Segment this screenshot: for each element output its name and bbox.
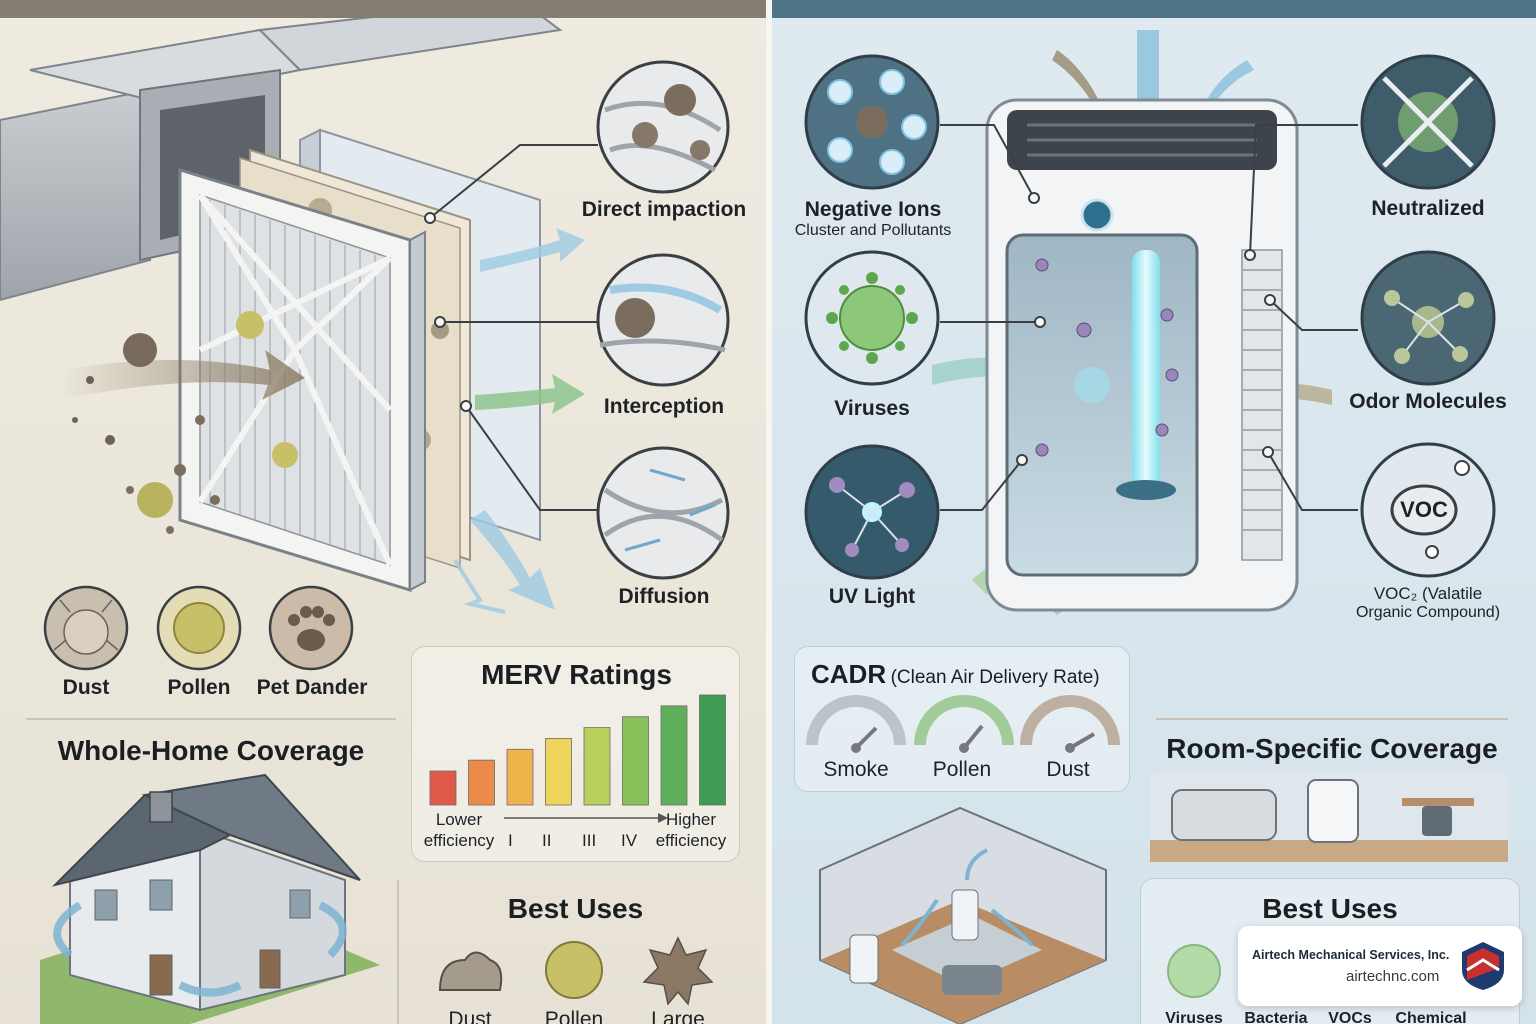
- particle-label-dust: Dust: [62, 676, 110, 699]
- interception-icon: [596, 253, 730, 387]
- merv-bar-8: [699, 694, 726, 806]
- right-section-divider: [1156, 718, 1508, 720]
- left-best-use-large: Large: [651, 1008, 705, 1024]
- room-specific-coverage-title: Room-Specific Coverage: [1166, 733, 1498, 764]
- section-divider-vertical: [397, 880, 399, 1024]
- cadr-gauge-dust-label: Dust: [1046, 758, 1090, 781]
- brand-url[interactable]: airtechnc.com: [1346, 968, 1440, 985]
- living-room-scene: [1150, 772, 1508, 862]
- merv-bar-7: [660, 705, 688, 806]
- negative-ions-sub-label: Cluster and Pollutants: [794, 222, 952, 239]
- merv-level-i: I: [508, 831, 513, 850]
- merv-efficiency-arrowhead: [658, 813, 668, 823]
- merv-bar-4: [545, 738, 572, 806]
- pollen-best-use-icon: [545, 941, 603, 999]
- voc-badge: VOC: [1400, 497, 1448, 522]
- negative-ions-icon: [804, 54, 940, 190]
- voc-icon: [1360, 442, 1496, 578]
- whole-home-coverage-title: Whole-Home Coverage: [57, 735, 365, 766]
- right-best-use-vocs: VOCs: [1328, 1010, 1372, 1024]
- shield-logo-icon: [1462, 942, 1504, 990]
- room-illustration: [819, 806, 1107, 1024]
- voc-label: VOC₂ (Valatile: [1373, 584, 1483, 603]
- merv-bar-2: [468, 759, 495, 806]
- merv-level-iv: IV: [621, 831, 638, 850]
- pet-dander-icon: [268, 585, 354, 671]
- merv-bar-3: [506, 748, 534, 806]
- left-best-use-dust: Dust: [448, 1008, 492, 1024]
- panel-divider: [766, 0, 772, 1024]
- merv-level-iii: III: [582, 831, 597, 850]
- large-particle-best-use-icon: [642, 936, 714, 1006]
- cadr-subtitle: (Clean Air Delivery Rate): [890, 667, 1100, 688]
- clean-airflow-arrows: [453, 228, 585, 614]
- air-purifier-illustration: [804, 30, 1508, 1024]
- merv-level-ii: II: [542, 831, 552, 850]
- mechanism-label-interception: Interception: [603, 395, 725, 418]
- home-airflow-arrows: [53, 901, 347, 997]
- mechanism-callout-lines: [429, 144, 598, 511]
- merv-higher-efficiency-label: Higher efficiency: [655, 810, 727, 850]
- right-panel-top-bar: [772, 0, 1536, 18]
- viruses-label: Viruses: [834, 397, 910, 420]
- negative-ions-label: Negative Ions: [804, 198, 942, 221]
- virus-best-use-icon: [1167, 944, 1221, 998]
- cadr-gauge-smoke-label: Smoke: [823, 758, 889, 781]
- direct-impaction-icon: [596, 60, 730, 194]
- left-best-uses-title: Best Uses: [507, 893, 644, 924]
- cadr-title-row: CADR (Clean Air Delivery Rate): [811, 659, 1100, 690]
- diffusion-icon: [596, 446, 730, 580]
- hvac-filter-illustration: [0, 0, 730, 1024]
- odor-molecules-label: Odor Molecules: [1349, 390, 1507, 413]
- right-best-use-chemical: Chemical: [1395, 1010, 1467, 1024]
- right-panel-air-purifier: Negative Ions Cluster and Pollutants Vir…: [772, 0, 1536, 1024]
- dust-best-use-icon: [438, 951, 503, 991]
- uv-light-icon: [804, 444, 940, 580]
- section-divider: [26, 718, 396, 720]
- right-best-use-viruses: Viruses: [1165, 1010, 1223, 1024]
- right-best-use-bacteria: Bacteria: [1244, 1010, 1308, 1024]
- air-purifier-unit: [985, 98, 1299, 612]
- particle-label-pollen: Pollen: [167, 676, 231, 699]
- mechanism-label-diffusion: Diffusion: [618, 585, 710, 608]
- brand-name: Airtech Mechanical Services, Inc.: [1252, 948, 1450, 962]
- merv-ratings-card: MERV Ratings Lower efficiency Higher eff…: [411, 646, 740, 862]
- merv-lower-efficiency-label: Lower efficiency: [423, 810, 495, 850]
- merv-bar-6: [622, 716, 649, 806]
- merv-ratings-title: MERV Ratings: [481, 659, 672, 690]
- odor-molecules-icon: [1360, 250, 1496, 386]
- mechanism-label-direct-impaction: Direct impaction: [581, 198, 747, 221]
- cadr-card: CADR (Clean Air Delivery Rate): [794, 646, 1130, 792]
- brand-card[interactable]: Airtech Mechanical Services, Inc. airtec…: [1238, 926, 1522, 1006]
- left-panel-hvac-filter: Direct impaction Interception Diffusion …: [0, 0, 766, 1024]
- right-best-uses-title: Best Uses: [1262, 893, 1398, 924]
- voc-sub-label: Organic Compound): [1355, 604, 1501, 621]
- purifier-callout-lines: [940, 124, 1358, 511]
- merv-bar-5: [583, 727, 611, 806]
- room-airflow-arrows: [900, 848, 1034, 947]
- cadr-title: CADR: [811, 659, 887, 689]
- uv-light-label: UV Light: [828, 585, 916, 608]
- dirty-airflow: [60, 311, 305, 534]
- left-panel-top-bar: [0, 0, 766, 18]
- particle-label-pet-dander: Pet Dander: [256, 676, 368, 699]
- dust-gauge-icon: [1020, 695, 1120, 753]
- neutralized-label: Neutralized: [1371, 197, 1485, 220]
- merv-bar-1: [429, 770, 457, 806]
- left-best-use-pollen: Pollen: [544, 1008, 604, 1024]
- house-illustration: [40, 773, 380, 1024]
- dust-icon: [43, 585, 129, 671]
- smoke-gauge-icon: [806, 695, 906, 753]
- virus-icon: [804, 250, 940, 386]
- merv-bars: [429, 694, 726, 823]
- cadr-gauge-pollen-label: Pollen: [932, 758, 992, 781]
- pollen-icon: [156, 585, 242, 671]
- neutralized-icon: [1360, 54, 1496, 190]
- pollen-gauge-icon: [914, 695, 1014, 753]
